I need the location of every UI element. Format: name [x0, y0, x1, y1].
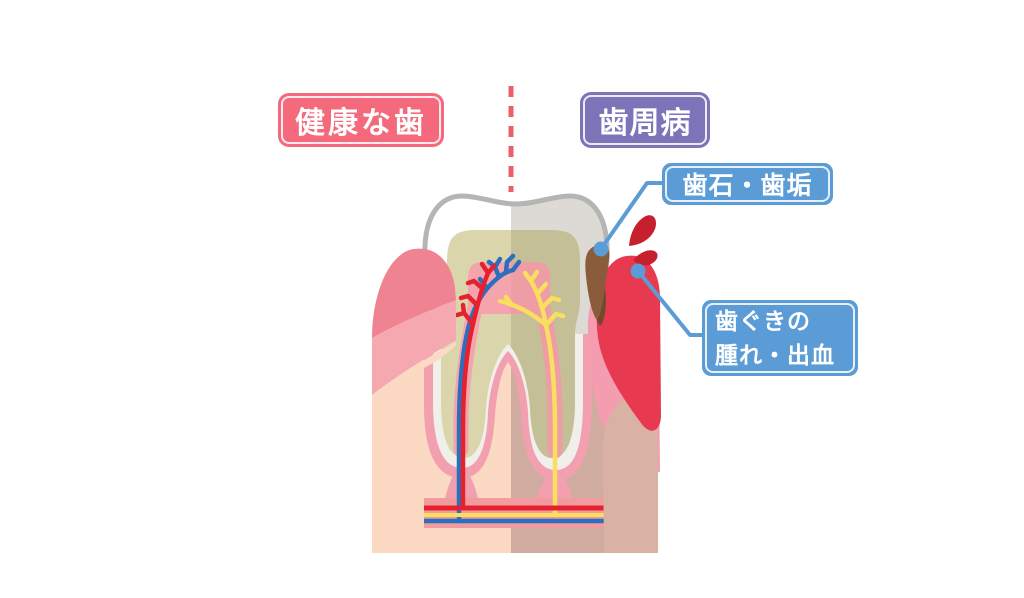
swelling-callout-dot: [630, 263, 646, 279]
gum-left-outer: [372, 248, 456, 338]
callout-connectors: [599, 181, 703, 337]
periodontal-disease-label: 歯周病: [580, 92, 710, 148]
gum-swelling-callout-label: 歯ぐきの 腫れ・出血: [702, 300, 858, 376]
healthy-tooth-label: 健康な歯: [278, 93, 444, 147]
blood-drops: [629, 215, 658, 266]
artery-red: [454, 261, 497, 511]
gum-right-swollen: [596, 255, 661, 431]
tartar-deposit: [585, 244, 610, 320]
gum-swelling-line1: 歯ぐきの: [715, 307, 811, 334]
nerve-yellow: [497, 269, 566, 516]
gum-left-mid: [372, 300, 456, 395]
tartar-deposit-dark-tip: [597, 288, 606, 326]
tartar-callout-dot: [593, 241, 609, 257]
tartar-callout-line: [599, 181, 663, 251]
tartar-callout-label: 歯石・歯垢: [662, 163, 833, 205]
gum-right-inner: [603, 398, 658, 553]
gum-swelling-line2: 腫れ・出血: [715, 342, 835, 368]
swelling-callout-line: [636, 269, 703, 337]
gum-left-inner: [372, 342, 456, 553]
